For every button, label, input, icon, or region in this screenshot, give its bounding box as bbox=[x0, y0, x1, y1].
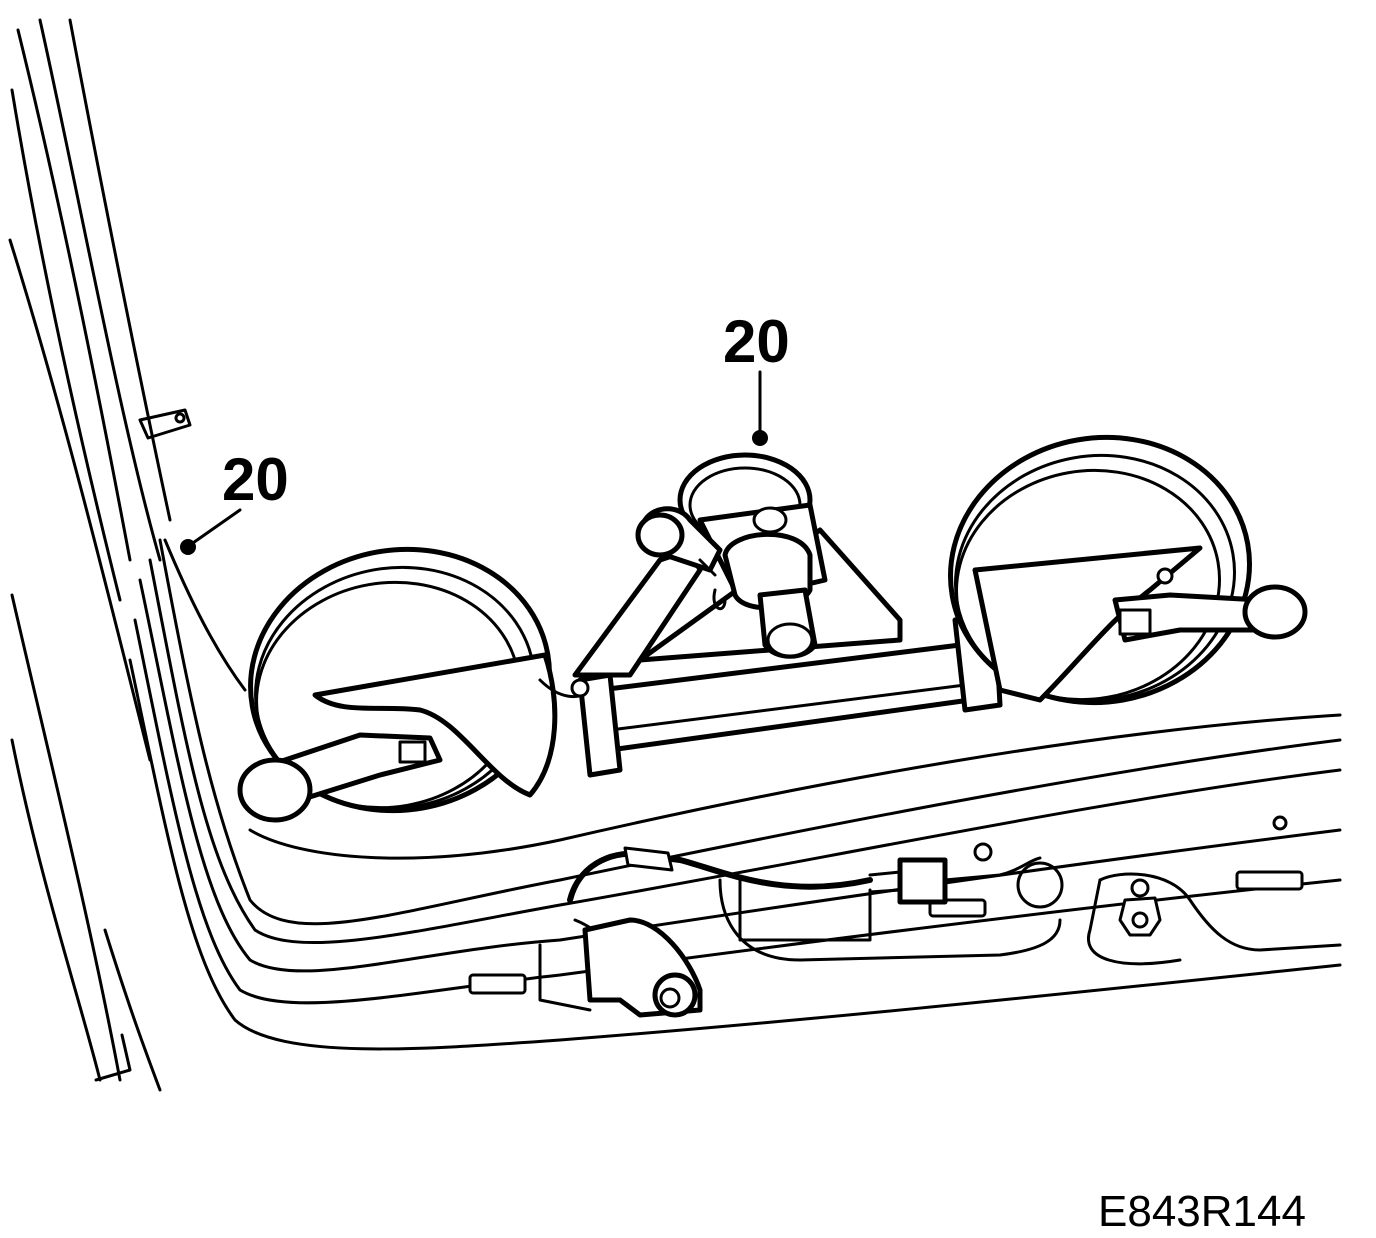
callout-label: 20 bbox=[723, 308, 790, 375]
center-unit bbox=[635, 452, 828, 659]
left-horn bbox=[237, 546, 592, 823]
callout-center: 20 bbox=[723, 308, 790, 446]
right-horn bbox=[948, 434, 1308, 706]
callout-left: 20 bbox=[180, 446, 289, 555]
leader-dot bbox=[752, 430, 768, 446]
panel-clip bbox=[1118, 878, 1162, 937]
wiring-harness bbox=[567, 846, 1042, 992]
wire-connector bbox=[897, 857, 948, 905]
pillar-tab bbox=[138, 408, 192, 440]
lower-bracket bbox=[582, 917, 703, 1018]
body-pillar-lines bbox=[8, 18, 172, 1092]
panel-outlines bbox=[128, 538, 1342, 1051]
callout-label: 20 bbox=[222, 446, 289, 513]
left-cable bbox=[163, 538, 247, 692]
lower-panel-details bbox=[468, 815, 1342, 1012]
leader-line bbox=[188, 508, 242, 547]
leader-dot bbox=[180, 539, 196, 555]
figure-id: E843R144 bbox=[1098, 1187, 1306, 1236]
